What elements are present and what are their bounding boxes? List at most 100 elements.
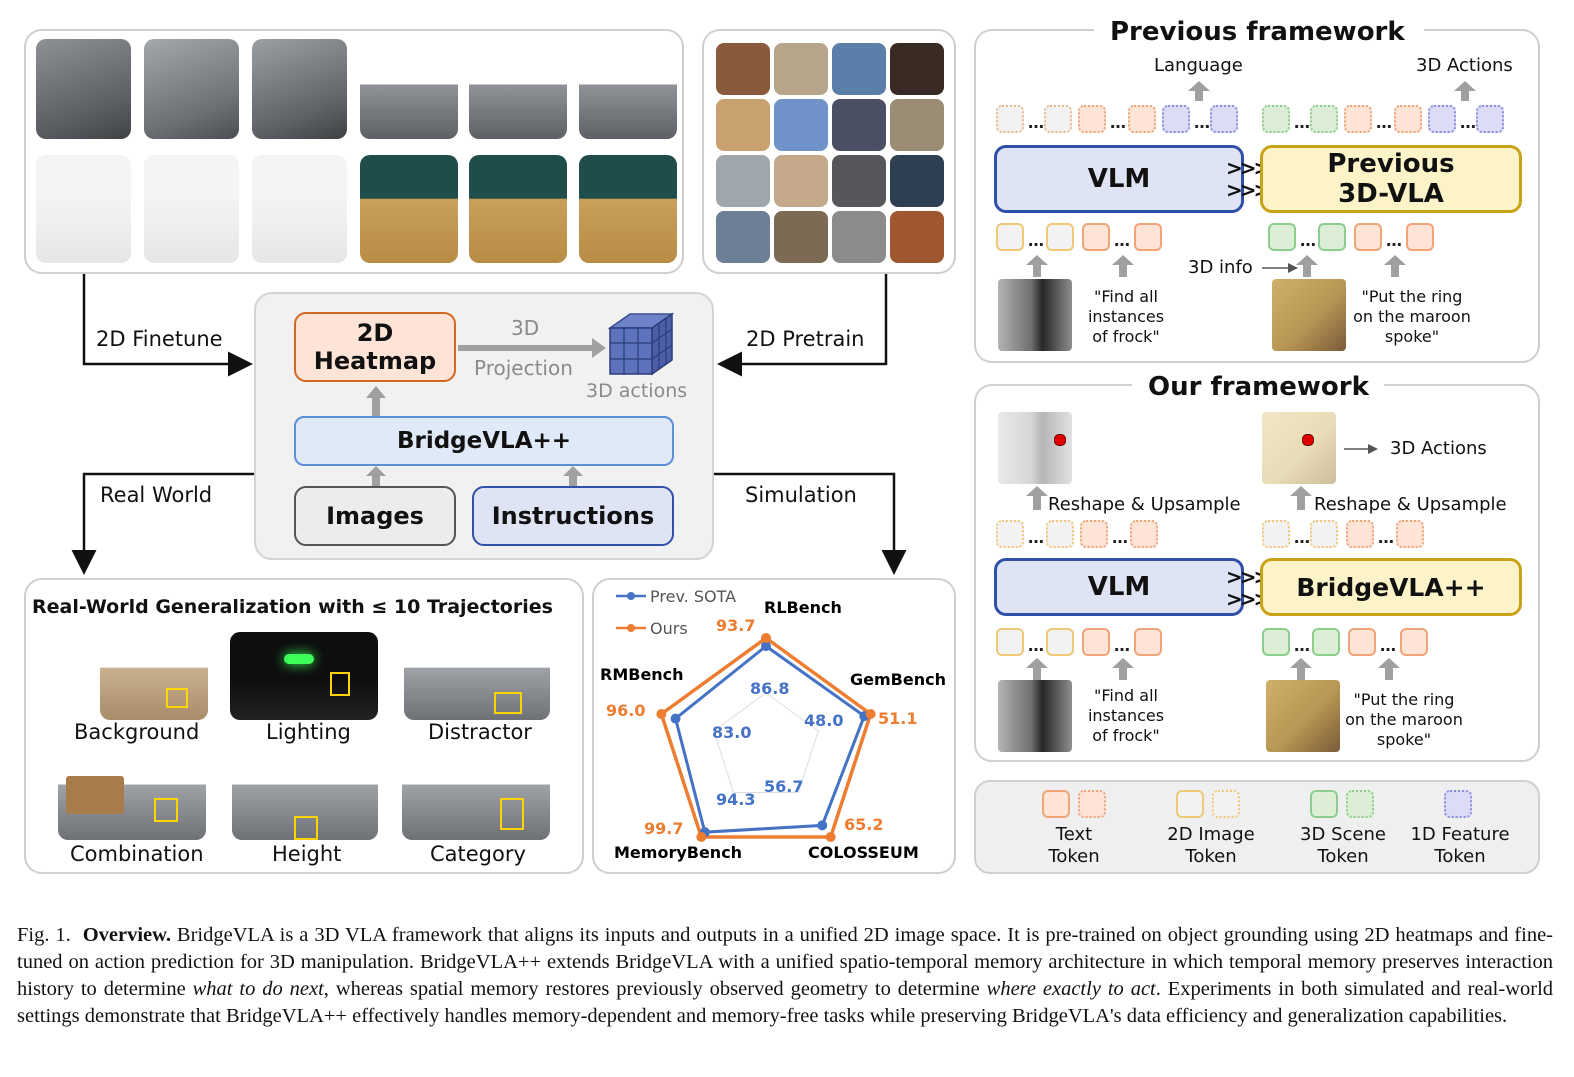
pretrain-images-panel — [702, 29, 956, 274]
pretrain-arrow — [717, 274, 888, 377]
radar-point-ours-colosseum — [825, 831, 836, 842]
instructions-box: Instructions — [472, 486, 674, 546]
prev-out-dots-4: … — [1294, 113, 1310, 132]
real-world-arrow — [71, 472, 254, 575]
demo-photo-6 — [579, 39, 677, 139]
prev-photo-person — [998, 279, 1072, 351]
radar-panel: Prev. SOTA Ours RLBench GemBench COLOSSE… — [592, 578, 956, 874]
legend-image-label: 2D Image Token — [1167, 824, 1255, 867]
demo-photo-11 — [469, 155, 567, 263]
highlight-box-lighting — [330, 672, 350, 696]
value-ours-gembench: 51.1 — [878, 709, 917, 728]
prev-in-dots-4: … — [1386, 231, 1402, 250]
legend-scene-token-solid — [1310, 790, 1338, 818]
up-arrow-heatmap — [366, 386, 386, 418]
projection-line2: Projection — [474, 356, 573, 380]
demo-photo-9 — [252, 155, 347, 263]
prev-out-token-5 — [1162, 105, 1190, 133]
ours-heatmap-person — [998, 412, 1072, 484]
projection-line1: 3D — [511, 316, 540, 340]
radar-point-prev-rmbench — [670, 713, 681, 724]
radar-point-ours-gembench — [865, 709, 876, 720]
prev-up-arrow-in-1 — [1026, 255, 1048, 277]
demo-photo-8 — [144, 155, 239, 263]
ours-in-token-2 — [1046, 628, 1074, 656]
ours-up-arrow-in-2 — [1112, 658, 1134, 680]
prev-out-token-6 — [1210, 105, 1238, 133]
demo-photo-2 — [144, 39, 239, 139]
ours-out-dots-4: … — [1378, 528, 1394, 547]
demo-photo-5 — [469, 39, 567, 139]
finetune-arrow — [82, 274, 253, 377]
prev-out-token-11 — [1428, 105, 1456, 133]
radar-points — [656, 633, 876, 842]
up-arrow-images — [366, 466, 386, 488]
prev-out-token-8 — [1310, 105, 1338, 133]
cube-icon — [607, 312, 675, 376]
pretrain-thumb-11 — [832, 155, 886, 207]
realworld-label-category: Category — [430, 842, 526, 866]
simulation-label: Simulation — [745, 483, 857, 507]
ours-bridgevla-box: BridgeVLA++ — [1260, 558, 1522, 616]
highlight-box-distractor — [494, 692, 522, 714]
ours-in-token-8 — [1400, 628, 1428, 656]
ours-query-1: "Find all instances of frock" — [1087, 686, 1165, 745]
legend-text-ours: Ours — [650, 619, 688, 638]
ours-reshape-1: Reshape & Upsample — [1048, 494, 1241, 515]
legend-marker-prev — [627, 592, 635, 600]
prev-up-arrow-actions — [1454, 81, 1476, 101]
ours-in-token-7 — [1348, 628, 1376, 656]
highlight-box-combination — [154, 798, 178, 822]
prev-in-dots-2: … — [1114, 231, 1130, 250]
radar-series-ours — [659, 635, 873, 839]
pretrain-thumb-5 — [716, 99, 770, 151]
prev-in-token-4 — [1134, 223, 1162, 251]
ours-out-token-3 — [1080, 520, 1108, 548]
pretrain-thumb-10 — [774, 155, 828, 207]
realworld-label-distractor: Distractor — [428, 720, 532, 744]
ours-in-dots-2: … — [1114, 636, 1130, 655]
axis-label-memorybench: MemoryBench — [614, 843, 742, 862]
value-ours-colosseum: 65.2 — [844, 815, 883, 834]
prev-up-arrow-in-3 — [1296, 255, 1318, 277]
lighting-glow — [284, 654, 314, 664]
pretrain-thumb-15 — [832, 211, 886, 263]
prev-out-token-12 — [1476, 105, 1504, 133]
pretrain-label: 2D Pretrain — [746, 327, 865, 351]
prev-in-token-7 — [1354, 223, 1382, 251]
center-pipeline-box: 2D Heatmap 3D Projection 3D actions Brid… — [254, 292, 714, 560]
ours-in-token-4 — [1134, 628, 1162, 656]
bridgevla-center-label: BridgeVLA++ — [396, 428, 572, 454]
up-arrow-instructions — [563, 466, 583, 488]
heatmap-line2: Heatmap — [313, 347, 437, 375]
prev-vla-line1: Previous — [1327, 149, 1455, 179]
prev-info-arrow — [1262, 263, 1298, 273]
highlight-box-background — [166, 688, 188, 708]
realworld-title: Real-World Generalization with ≤ 10 Traj… — [32, 596, 553, 618]
prev-out-token-1 — [996, 105, 1024, 133]
prev-out-token-2 — [1044, 105, 1072, 133]
legend-scene-token-dotted — [1346, 790, 1374, 818]
realworld-photo-category — [402, 754, 550, 840]
prev-out-token-3 — [1078, 105, 1106, 133]
realworld-label-combination: Combination — [70, 842, 204, 866]
prev-language-label: Language — [1154, 55, 1243, 76]
value-prev-memorybench: 94.3 — [716, 790, 755, 809]
radar-point-ours-memorybench — [696, 831, 707, 842]
ours-in-token-3 — [1082, 628, 1110, 656]
caption-label: Fig. 1. — [17, 924, 71, 946]
ours-in-dots-3: … — [1294, 636, 1310, 655]
ours-out-token-4 — [1130, 520, 1158, 548]
prev-out-dots-2: … — [1110, 113, 1126, 132]
axis-label-rmbench: RMBench — [600, 665, 684, 684]
ours-out-token-7 — [1346, 520, 1374, 548]
ours-bridgevla-label: BridgeVLA++ — [1296, 572, 1486, 602]
radar-grid-inner — [713, 692, 819, 793]
figure-caption: Fig. 1. Overview. BridgeVLA is a 3D VLA … — [17, 922, 1553, 1030]
flow-arrows — [71, 274, 907, 575]
realworld-label-height: Height — [272, 842, 342, 866]
ours-vlm-label: VLM — [1087, 572, 1151, 602]
prev-up-arrow-in-2 — [1112, 255, 1134, 277]
token-legend: Text Token 2D Image Token 3D Scene Token… — [974, 780, 1540, 874]
prev-query-1: "Find all instances of frock" — [1087, 287, 1165, 346]
